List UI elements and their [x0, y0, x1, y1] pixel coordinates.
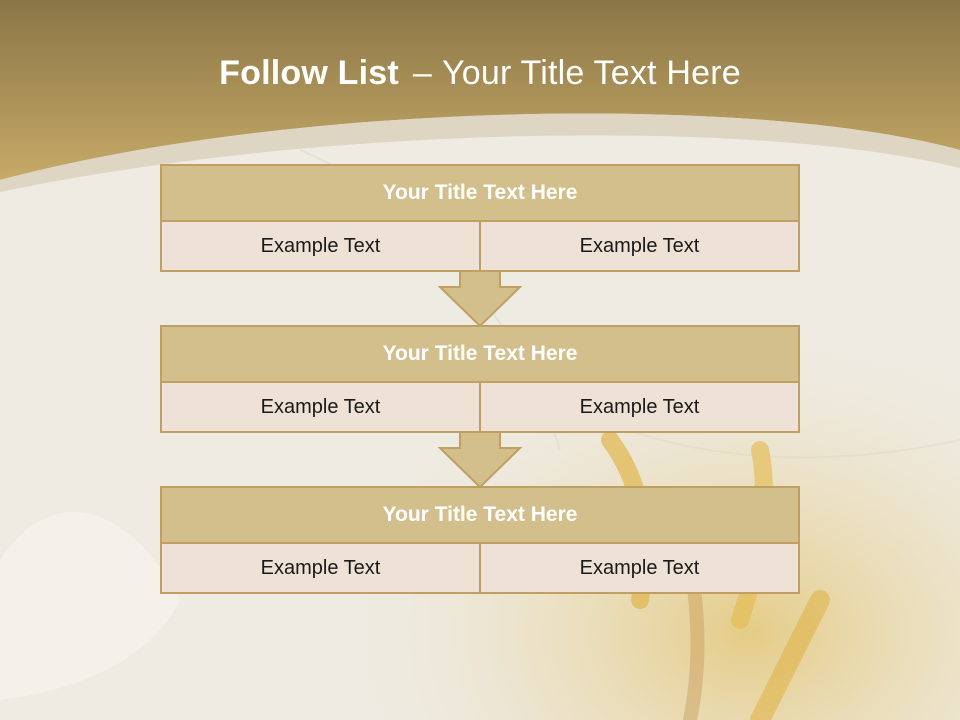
step-box-3: Your Title Text Here Example Text Exampl…	[160, 486, 800, 594]
step-box-title: Your Title Text Here	[162, 327, 798, 383]
down-arrow-icon	[438, 270, 522, 328]
step-box-left-cell: Example Text	[162, 383, 479, 431]
step-box-left-cell: Example Text	[162, 544, 479, 592]
title-subtitle-part: Your Title Text Here	[442, 54, 741, 92]
title-bold-part: Follow List	[219, 54, 399, 92]
down-arrow-icon	[438, 431, 522, 489]
step-box-left-cell: Example Text	[162, 222, 479, 270]
step-box-right-cell: Example Text	[479, 383, 798, 431]
step-box-row: Example Text Example Text	[162, 222, 798, 270]
step-box-row: Example Text Example Text	[162, 383, 798, 431]
step-box-right-cell: Example Text	[479, 222, 798, 270]
step-box-1: Your Title Text Here Example Text Exampl…	[160, 164, 800, 272]
step-box-title: Your Title Text Here	[162, 488, 798, 544]
step-box-title: Your Title Text Here	[162, 166, 798, 222]
step-box-right-cell: Example Text	[479, 544, 798, 592]
page-title: Follow List–Your Title Text Here	[0, 54, 960, 93]
title-separator: –	[412, 54, 433, 92]
step-box-2: Your Title Text Here Example Text Exampl…	[160, 325, 800, 433]
step-box-row: Example Text Example Text	[162, 544, 798, 592]
